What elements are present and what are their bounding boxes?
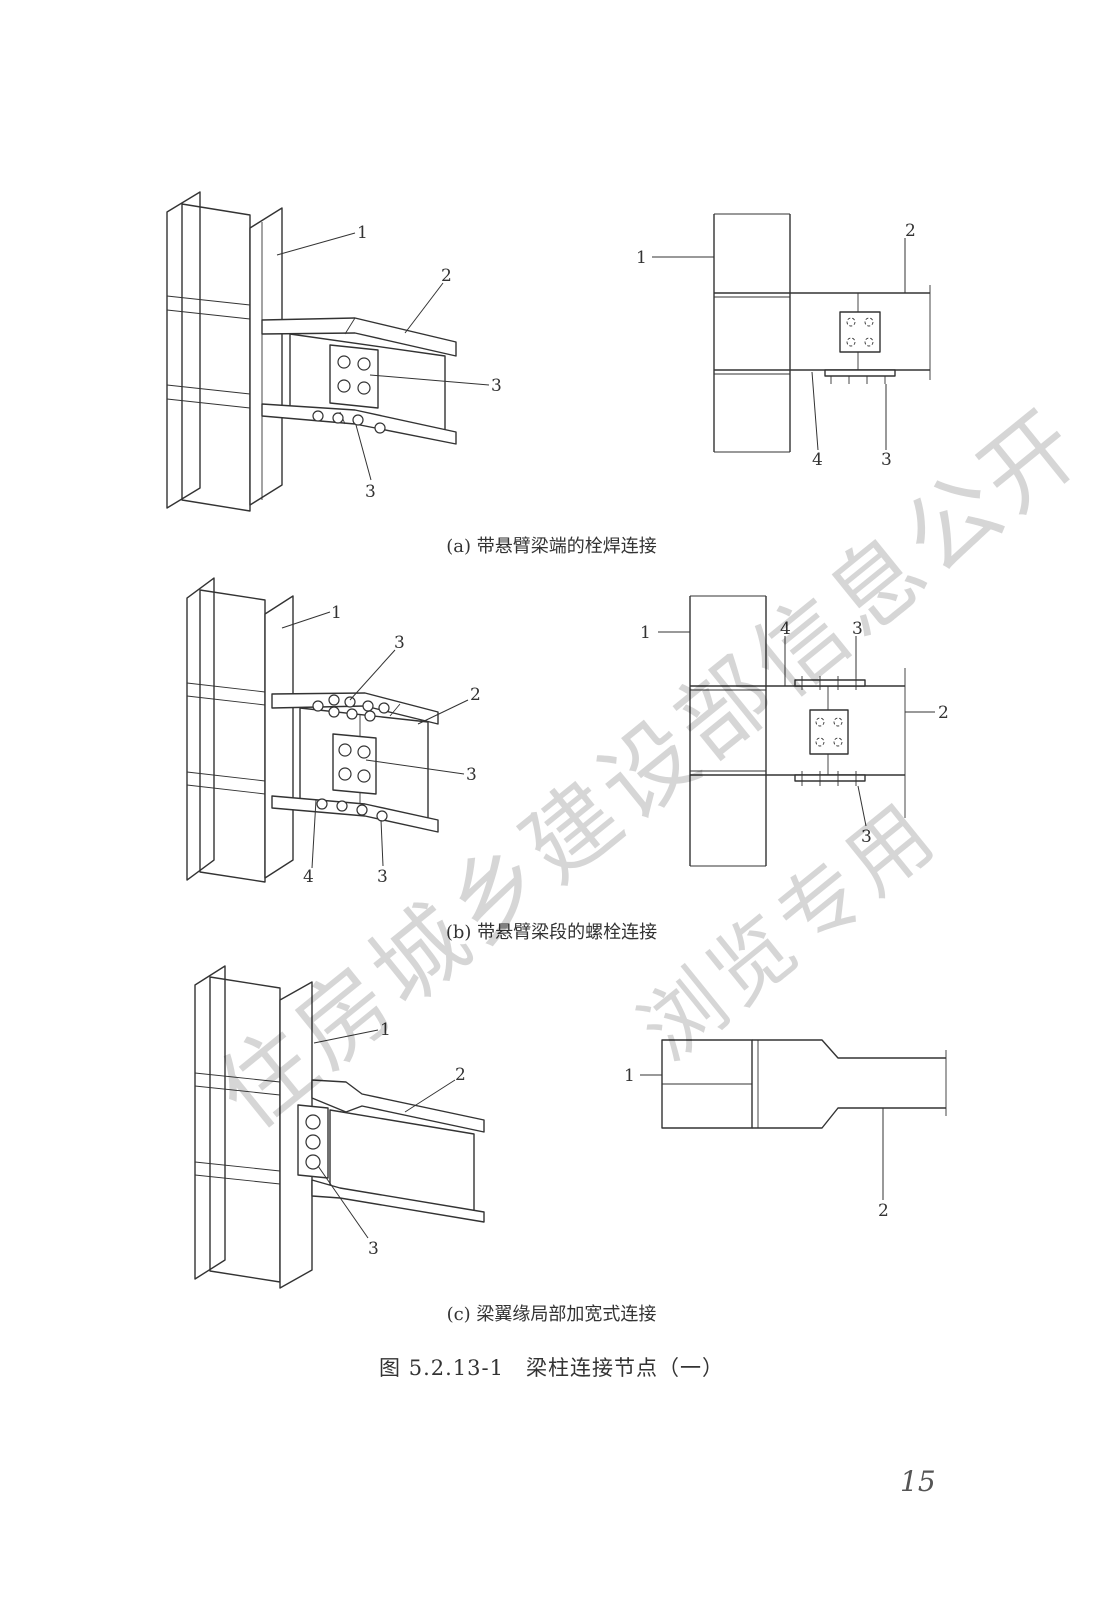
caption-panel-a: (a) 带悬臂梁端的栓焊连接 [446, 536, 657, 557]
panel-a-isometric: 1 2 3 3 [166, 191, 502, 512]
panel-b-elevation: 1 4 3 2 3 [640, 595, 949, 867]
label-a-iso-1: 1 [357, 223, 368, 243]
caption-panel-b: (b) 带悬臂梁段的螺栓连接 [445, 922, 658, 943]
panel-a-elevation: 1 2 4 3 [636, 213, 931, 470]
label-a-elev-2: 2 [905, 221, 916, 241]
label-c-iso-3: 3 [368, 1239, 379, 1259]
label-b-iso-1: 1 [331, 603, 342, 623]
label-c-elev-1: 1 [624, 1066, 635, 1086]
page-number: 15 [900, 1465, 936, 1498]
label-b-iso-3c: 3 [377, 867, 388, 887]
label-a-iso-2: 2 [441, 266, 452, 286]
label-c-iso-1: 1 [380, 1020, 391, 1040]
label-b-iso-3b: 3 [466, 765, 477, 785]
label-b-iso-3a: 3 [394, 633, 405, 653]
label-b-iso-2: 2 [470, 685, 481, 705]
label-a-iso-3a: 3 [491, 376, 502, 396]
label-c-elev-2: 2 [878, 1201, 889, 1221]
label-b-elev-4: 4 [780, 619, 791, 639]
label-b-elev-3a: 3 [852, 619, 863, 639]
panel-c-isometric: 1 2 3 [194, 965, 485, 1289]
panel-c-elevation: 1 2 [624, 1039, 947, 1221]
label-a-iso-3b: 3 [365, 482, 376, 502]
label-b-elev-2: 2 [938, 703, 949, 723]
caption-panel-c: (c) 梁翼缘局部加宽式连接 [446, 1304, 657, 1325]
label-b-elev-1: 1 [640, 623, 651, 643]
label-c-iso-2: 2 [455, 1065, 466, 1085]
label-b-elev-3b: 3 [861, 827, 872, 847]
label-a-elev-4: 4 [812, 450, 823, 470]
label-a-elev-1: 1 [636, 248, 647, 268]
figure-title: 图 5.2.13-1 梁柱连接节点（一） [379, 1356, 724, 1380]
panel-b-isometric: 1 3 2 3 4 3 [186, 577, 481, 887]
label-b-iso-4: 4 [303, 867, 314, 887]
label-a-elev-3: 3 [881, 450, 892, 470]
